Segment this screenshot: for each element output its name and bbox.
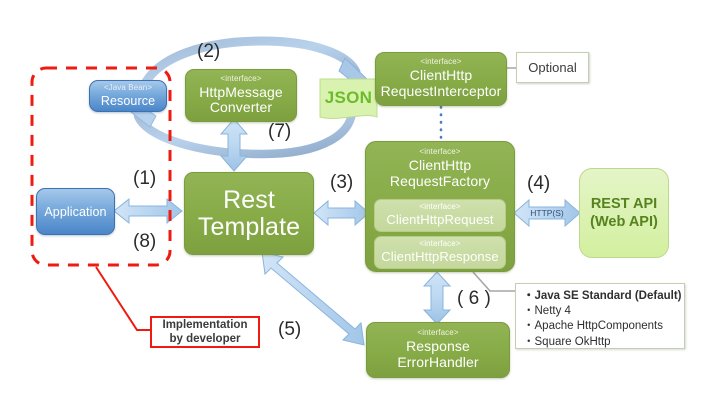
node-clienthttpresponse[interactable]: <interface> ClientHttpResponse — [374, 236, 506, 269]
node-httpmessageconverter-line1: HttpMessage — [199, 83, 283, 100]
node-resttemplate-line1: Rest — [223, 185, 275, 214]
node-clienthttprequestfactory-line2: RequestFactory — [389, 172, 491, 189]
node-clienthttprequestfactory-line1: ClientHttp — [408, 156, 472, 173]
step-label-2: (2) — [197, 41, 221, 62]
node-httpmessageconverter[interactable]: <interface> HttpMessage Converter — [185, 69, 297, 122]
callout-optional: Optional — [516, 52, 589, 83]
node-restapi[interactable]: REST API (Web API) — [579, 168, 669, 258]
bullet-icon: ・ — [523, 305, 535, 318]
node-httpmessageconverter-stereotype: <interface> — [220, 73, 262, 83]
node-application[interactable]: Application — [36, 188, 115, 235]
implementation-item-2: ・Apache HttpComponents — [523, 320, 663, 333]
node-clienthttpresponse-stereotype: <interface> — [419, 239, 461, 249]
node-clienthttprequest-title: ClientHttpRequest — [386, 212, 494, 228]
callout-implementation-line2: by developer — [169, 333, 241, 345]
node-responseerrorhandler[interactable]: <interface> Response ErrorHandler — [366, 322, 510, 378]
node-httpmessageconverter-line2: Converter — [209, 99, 273, 116]
implementation-item-0: ・Java SE Standard (Default) — [523, 290, 682, 302]
arrow-application-resttemplate — [113, 197, 183, 225]
node-responseerrorhandler-line2: ErrorHandler — [397, 353, 479, 370]
node-clienthttpresponse-title: ClientHttpResponse — [381, 249, 499, 265]
json-badge: JSON — [324, 88, 373, 107]
node-clienthttprequestinterceptor-line2: RequestInterceptor — [380, 82, 502, 99]
step-label-7: (7) — [268, 121, 292, 142]
bullet-icon: ・ — [523, 290, 535, 302]
node-clienthttprequest[interactable]: <interface> ClientHttpRequest — [374, 199, 506, 232]
arrow-resttemplate-requestfactory — [313, 199, 370, 227]
node-resttemplate[interactable]: Rest Template — [184, 172, 314, 255]
arrow-resttemplate-errorhandler — [261, 251, 365, 346]
node-clienthttprequestinterceptor-stereotype: <interface> — [420, 57, 462, 67]
callout-implementation-line1: Implementation — [162, 318, 248, 331]
node-clienthttprequestinterceptor[interactable]: <interface> ClientHttp RequestIntercepto… — [375, 52, 507, 106]
bullet-icon: ・ — [523, 320, 535, 333]
node-restapi-line2: (Web API) — [590, 214, 658, 230]
step-label-6: ( 6 ) — [457, 288, 491, 309]
step-label-1: (1) — [133, 168, 157, 189]
callout-implementations-list: ・Java SE Standard (Default) ・Netty 4 ・Ap… — [515, 283, 685, 349]
node-clienthttprequestfactory-stereotype: <interface> — [419, 147, 461, 156]
node-clienthttprequest-stereotype: <interface> — [419, 202, 461, 212]
implementation-item-1: ・Netty 4 — [523, 305, 571, 318]
node-responseerrorhandler-stereotype: <interface> — [417, 328, 459, 338]
node-resource-stereotype: <Java Bean> — [103, 83, 153, 93]
node-responseerrorhandler-line1: Response — [406, 338, 470, 355]
step-label-5: (5) — [278, 319, 302, 340]
leader-implementation-by-developer — [95, 266, 150, 331]
implementation-item-3: ・Square OkHttp — [523, 335, 611, 348]
edge-label-https: HTTP(S) — [530, 208, 564, 218]
node-resttemplate-line2: Template — [197, 212, 301, 241]
callout-optional-label: Optional — [528, 60, 577, 75]
json-ribbon-shape — [319, 78, 378, 119]
bullet-icon: ・ — [523, 335, 535, 348]
node-clienthttprequestinterceptor-line1: ClientHttp — [409, 67, 473, 84]
node-application-title: Application — [44, 204, 107, 219]
step-label-3: (3) — [330, 172, 354, 193]
node-resource[interactable]: <Java Bean> Resource — [89, 80, 167, 112]
step-label-4: (4) — [527, 173, 551, 194]
node-restapi-line1: REST API — [590, 195, 658, 212]
node-resource-title: Resource — [100, 93, 156, 108]
arrow-resttemplate-converter — [219, 118, 249, 172]
arrow-response-errorhandler — [422, 271, 452, 325]
leader-implementations — [472, 271, 515, 292]
step-label-8: (8) — [133, 231, 157, 252]
callout-implementation-by-developer: Implementation by developer — [150, 316, 260, 348]
